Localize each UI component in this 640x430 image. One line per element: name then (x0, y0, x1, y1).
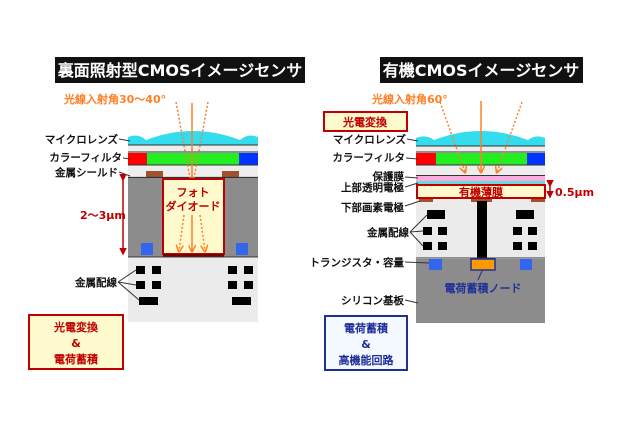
left-summary-line: 電荷蓄積 (54, 352, 99, 366)
right-blue-filter (527, 153, 545, 165)
left-title-box (55, 57, 305, 83)
right-transistor (520, 259, 532, 270)
left-wiring-leader-lines (117, 269, 140, 301)
left-light-rays (175, 101, 209, 251)
right-summary-line: 高機能回路 (339, 353, 395, 367)
photodiode (162, 178, 225, 255)
right-label-transistor: トランジスタ・容量 (310, 256, 405, 269)
left-angle-label: 光線入射角30〜40° (63, 92, 166, 106)
charge-node-label: 電荷蓄積ノード (445, 281, 522, 295)
organic-cmos-panel: 有機CMOSイメージセンサ 光線入射角60° 光電変換 有機薄膜 (310, 57, 594, 371)
bottom-pixel-electrode (531, 199, 545, 202)
right-title-box (380, 57, 583, 83)
right-label-protective-film: 保護膜 (372, 170, 405, 183)
left-metal-wiring-blocks (136, 266, 253, 305)
left-red-filter (128, 153, 147, 165)
left-transistor (236, 243, 248, 255)
left-label-microlens: マイクロレンズ (45, 133, 119, 146)
left-label-metal-wiring: 金属配線 (74, 276, 117, 289)
right-summary-box (324, 315, 408, 371)
left-summary-line: 光電変換 (53, 320, 99, 334)
right-labels: マイクロレンズ カラーフィルタ 保護膜 上部透明電極 下部画素電極 金属配線 ト… (310, 133, 430, 307)
right-angle-label: 光線入射角60° (371, 92, 448, 106)
right-label-microlens: マイクロレンズ (333, 133, 407, 146)
left-label-metal-shield: 金属シールド (54, 166, 118, 179)
bottom-pixel-electrode (471, 199, 492, 202)
bsi-cmos-panel: 裏面照射型CMOSイメージセンサ 光線入射角30〜40° フォト ダイオード (28, 57, 305, 370)
right-label-metal-wiring: 金属配線 (366, 226, 409, 239)
via-pillar (477, 201, 487, 258)
photoconversion-label: 光電変換 (342, 115, 388, 129)
right-summary-line: 電荷蓄積 (344, 321, 389, 335)
photodiode-label-1: フォト (177, 186, 210, 199)
right-label-substrate: シリコン基板 (341, 294, 404, 307)
right-label-bottom-electrode: 下部画素電極 (341, 201, 404, 214)
right-title: 有機CMOSイメージセンサ (383, 61, 579, 80)
organic-film-label: 有機薄膜 (459, 185, 503, 199)
photodiode-label-2: ダイオード (166, 199, 221, 213)
charge-storage-node (470, 258, 496, 271)
left-label-color-filter: カラーフィルタ (49, 152, 122, 164)
right-transistor (429, 259, 442, 270)
right-light-rays (439, 101, 523, 172)
left-summary-line: & (71, 337, 81, 350)
left-microlens (128, 131, 258, 145)
left-transistor (141, 243, 153, 255)
right-summary-line: & (361, 338, 371, 351)
top-transparent-electrode (416, 181, 545, 184)
right-metal-wiring-blocks (423, 210, 537, 250)
left-thickness-label: 2〜3μm (80, 209, 126, 222)
organic-film (416, 184, 546, 199)
right-label-color-filter: カラーフィルタ (332, 152, 405, 164)
left-metal-shield (146, 171, 163, 177)
left-metal-shield (222, 171, 239, 177)
left-title: 裏面照射型CMOSイメージセンサ (57, 61, 302, 80)
bottom-pixel-electrode (419, 199, 433, 202)
left-blue-filter (239, 153, 258, 165)
left-green-filter (147, 153, 239, 165)
left-wiring-layer (128, 258, 258, 322)
right-thickness-label: 0.5μm (555, 186, 594, 199)
photoconversion-box (323, 111, 408, 132)
left-summary-box (28, 314, 124, 370)
right-red-filter (416, 153, 436, 165)
protective-film (416, 176, 545, 181)
right-label-top-electrode: 上部透明電極 (341, 181, 404, 194)
